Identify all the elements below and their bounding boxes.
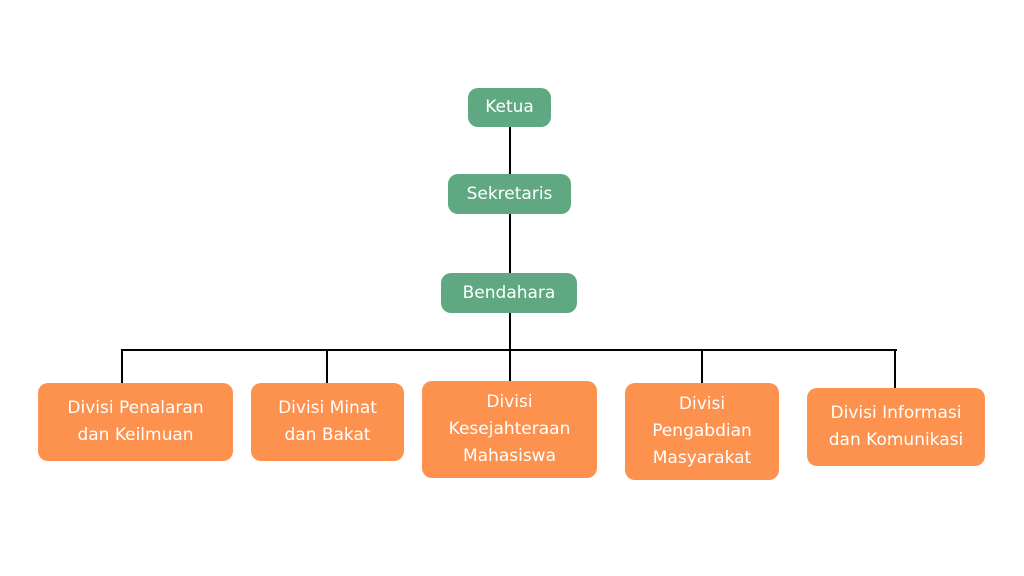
connector-division-2: [326, 349, 328, 385]
node-sekretaris: Sekretaris: [448, 174, 571, 214]
connector-division-1: [121, 349, 123, 385]
node-divisi-kesejahteraan: Divisi Kesejahteraan Mahasiswa: [422, 381, 597, 478]
node-bendahara: Bendahara: [441, 273, 577, 313]
node-divisi-minat: Divisi Minat dan Bakat: [251, 383, 404, 461]
connector-division-4: [701, 349, 703, 385]
connector-horizontal: [121, 349, 897, 351]
node-divisi-penalaran: Divisi Penalaran dan Keilmuan: [38, 383, 233, 461]
connector-vertical-main: [509, 110, 511, 382]
node-divisi-informasi: Divisi Informasi dan Komunikasi: [807, 388, 985, 466]
connector-division-5: [894, 349, 896, 390]
node-ketua: Ketua: [468, 88, 551, 127]
node-divisi-pengabdian: Divisi Pengabdian Masyarakat: [625, 383, 779, 480]
